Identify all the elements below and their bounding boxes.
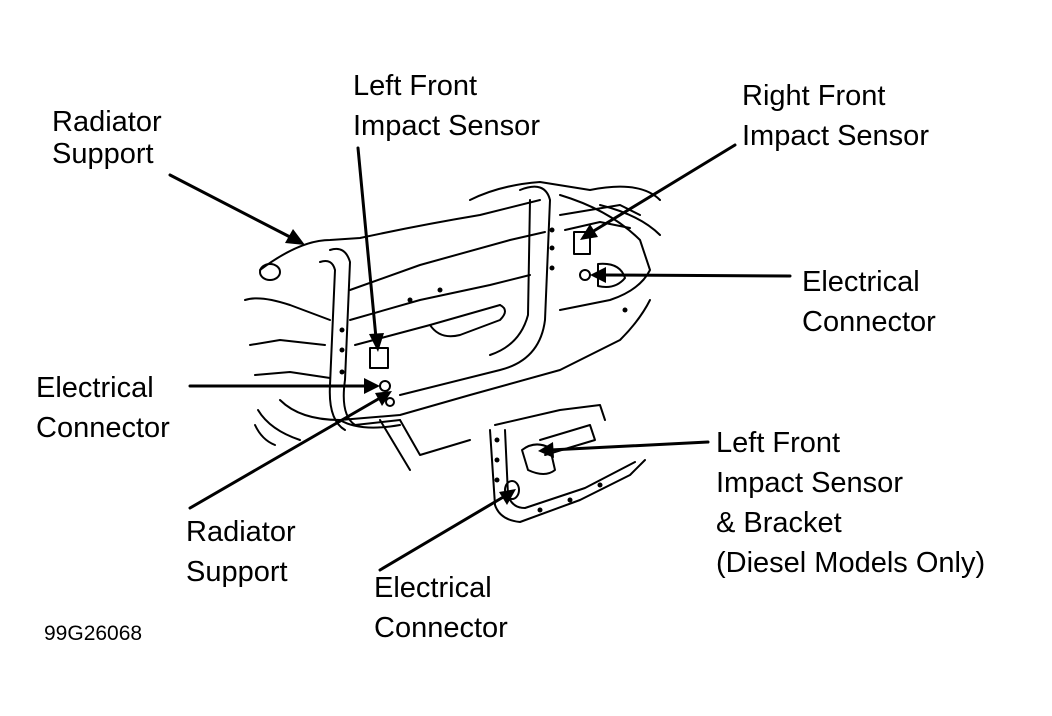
- crossmember-slot: [429, 304, 506, 338]
- arrow-electrical-connector-right: [590, 267, 606, 283]
- lower-support: [279, 299, 651, 421]
- radiator-support-left-post-inner: [319, 260, 346, 431]
- diesel-sensor-body: [521, 443, 556, 475]
- hood-contour: [469, 181, 661, 201]
- radiator-support-right-post-inner: [489, 199, 531, 356]
- fender-top: [559, 194, 651, 311]
- left-wheel-arc: [257, 409, 301, 441]
- arrow-radiator-support-bottom: [375, 391, 392, 406]
- left-arc-detail: [254, 424, 276, 446]
- lower-shield-line: [379, 419, 411, 471]
- label-radiator-support-top: Radiator Support: [52, 106, 162, 170]
- upper-tie-bar-lower: [349, 231, 546, 291]
- label-electrical-connector-left: Electrical Connector: [36, 372, 170, 444]
- leader-radiator-support-top: [168, 173, 294, 240]
- arrow-left-front-sensor: [369, 333, 384, 352]
- arrow-electrical-connector-left: [364, 378, 380, 394]
- label-right-front-impact-sensor: Right Front Impact Sensor: [742, 80, 929, 152]
- lower-support-edge: [339, 419, 401, 429]
- left-connector-point: [379, 380, 391, 392]
- leader-left-front-sensor: [356, 146, 378, 340]
- diesel-connector-point: [504, 480, 520, 500]
- leader-radiator-support-bottom: [188, 396, 382, 510]
- leader-electrical-connector-right: [600, 273, 792, 278]
- lower-shield: [399, 419, 471, 456]
- right-front-sensor-shape: [573, 231, 591, 255]
- fastener-dots: [339, 227, 628, 513]
- right-bracket-2: [564, 221, 631, 231]
- diesel-bracket-frame: [489, 429, 646, 523]
- figure-id: 99G26068: [44, 622, 143, 645]
- upper-tie-bar: [259, 199, 541, 271]
- left-headlamp-area: [244, 297, 331, 321]
- diesel-bracket-top: [494, 404, 606, 426]
- diesel-bracket-inner: [504, 429, 636, 509]
- label-electrical-connector-right: Electrical Connector: [802, 266, 936, 338]
- left-lower-structure: [249, 339, 326, 346]
- right-connector-housing: [597, 262, 626, 288]
- leader-left-front-bracket: [548, 440, 710, 452]
- right-connector-point: [579, 269, 591, 281]
- leader-right-front-sensor: [590, 143, 737, 234]
- arrow-radiator-support-top: [285, 229, 305, 245]
- left-front-sensor-shape: [369, 347, 389, 369]
- arrow-right-front-sensor: [580, 224, 598, 240]
- arrow-left-front-bracket: [538, 442, 554, 458]
- label-left-front-impact-sensor: Left Front Impact Sensor: [353, 70, 540, 142]
- arrow-electrical-connector-bottom: [499, 489, 516, 505]
- label-radiator-support-bottom: Radiator Support: [186, 516, 296, 588]
- label-left-front-sensor-bracket: Left Front Impact Sensor & Bracket (Dies…: [716, 427, 986, 579]
- radiator-support-right-post: [399, 185, 551, 396]
- label-electrical-connector-bottom: Electrical Connector: [374, 572, 508, 644]
- leader-electrical-connector-bottom: [378, 494, 507, 572]
- left-lower-structure-2: [254, 371, 331, 379]
- tie-bar-end-cap: [259, 263, 281, 281]
- support-hole: [385, 397, 395, 407]
- center-crossmember: [349, 274, 531, 321]
